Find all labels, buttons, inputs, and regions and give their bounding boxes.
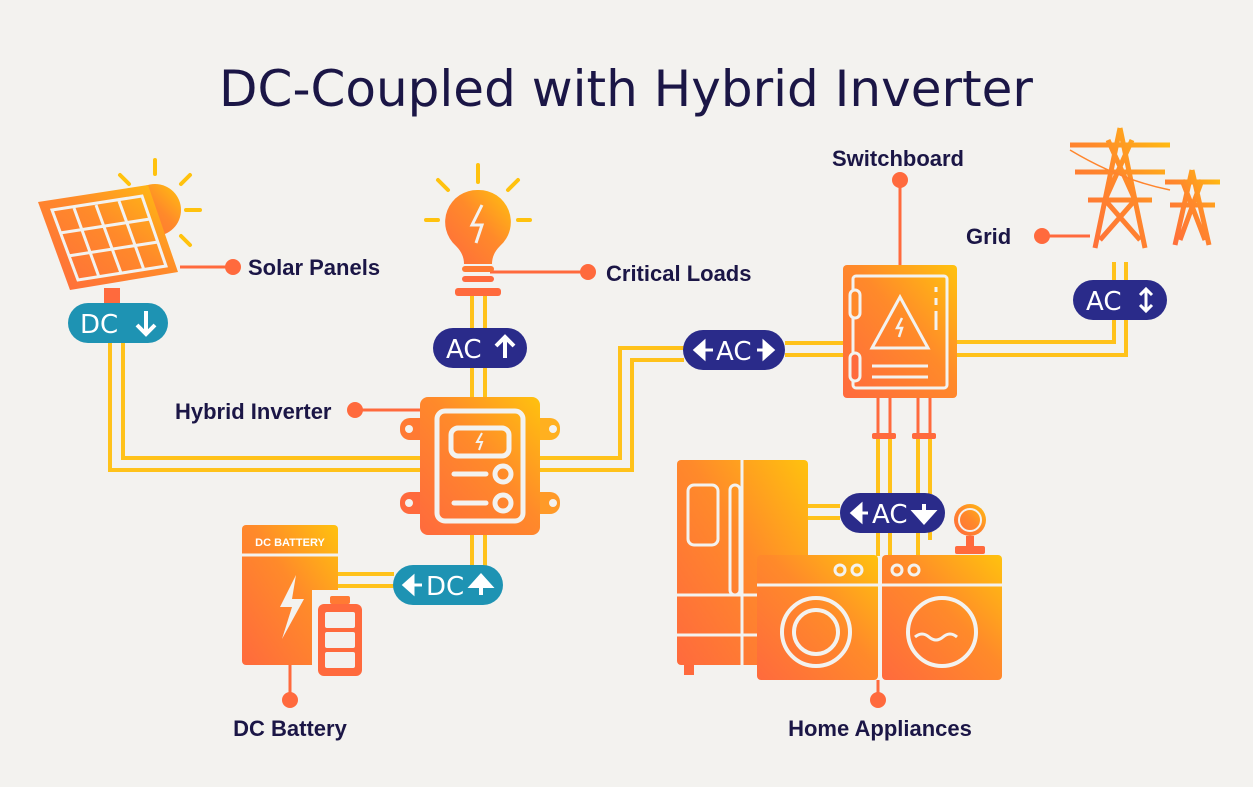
label-grid: Grid xyxy=(966,224,1011,249)
arrow-up-icon xyxy=(494,334,516,358)
grid-ac-badge: AC xyxy=(1073,280,1167,320)
hybrid-inverter-icon xyxy=(400,397,560,535)
arrow-down-icon xyxy=(135,311,157,337)
label-home-appliances: Home Appliances xyxy=(788,716,972,741)
dc-battery-icon: DC BATTERY xyxy=(242,525,368,680)
label-solar-panels: Solar Panels xyxy=(248,255,380,280)
badge-text: AC xyxy=(446,335,481,365)
arrow-left-icon xyxy=(692,338,713,362)
arrow-left-icon xyxy=(849,501,868,525)
battery-label-text: DC BATTERY xyxy=(255,537,325,549)
critical-loads-ac-badge: AC xyxy=(433,328,527,368)
dryer-icon xyxy=(882,555,1002,680)
lightbulb-icon xyxy=(424,163,532,296)
badge-text: AC xyxy=(872,500,907,530)
leader-lines xyxy=(180,172,1090,708)
fan-icon xyxy=(954,504,986,554)
solar-dc-badge: DC xyxy=(68,303,168,343)
arrow-right-icon xyxy=(757,338,776,362)
battery-dc-badge: DC xyxy=(393,565,503,605)
badge-text: DC xyxy=(80,310,118,340)
inverter-ac-badge: AC xyxy=(683,330,785,370)
arrow-down-icon xyxy=(910,504,938,525)
switchboard-icon xyxy=(843,265,957,439)
appliances-ac-badge: AC xyxy=(840,493,945,533)
badge-text: AC xyxy=(1086,287,1121,317)
badge-text: AC xyxy=(716,337,751,367)
badge-text: DC xyxy=(426,572,464,602)
label-switchboard: Switchboard xyxy=(832,146,964,171)
label-hybrid-inverter: Hybrid Inverter xyxy=(175,399,332,424)
grid-tower-icon xyxy=(1069,127,1220,254)
washing-machine-icon xyxy=(757,555,878,680)
page-title: DC-Coupled with Hybrid Inverter xyxy=(219,60,1033,118)
wires xyxy=(108,262,1128,588)
arrow-up-down-icon xyxy=(1138,286,1154,314)
label-dc-battery: DC Battery xyxy=(233,716,347,741)
solar-panel-icon xyxy=(38,158,202,304)
label-critical-loads: Critical Loads xyxy=(606,261,751,286)
home-appliances-icon xyxy=(677,460,1002,680)
arrow-left-icon xyxy=(401,573,422,597)
arrow-up-icon xyxy=(467,573,495,595)
